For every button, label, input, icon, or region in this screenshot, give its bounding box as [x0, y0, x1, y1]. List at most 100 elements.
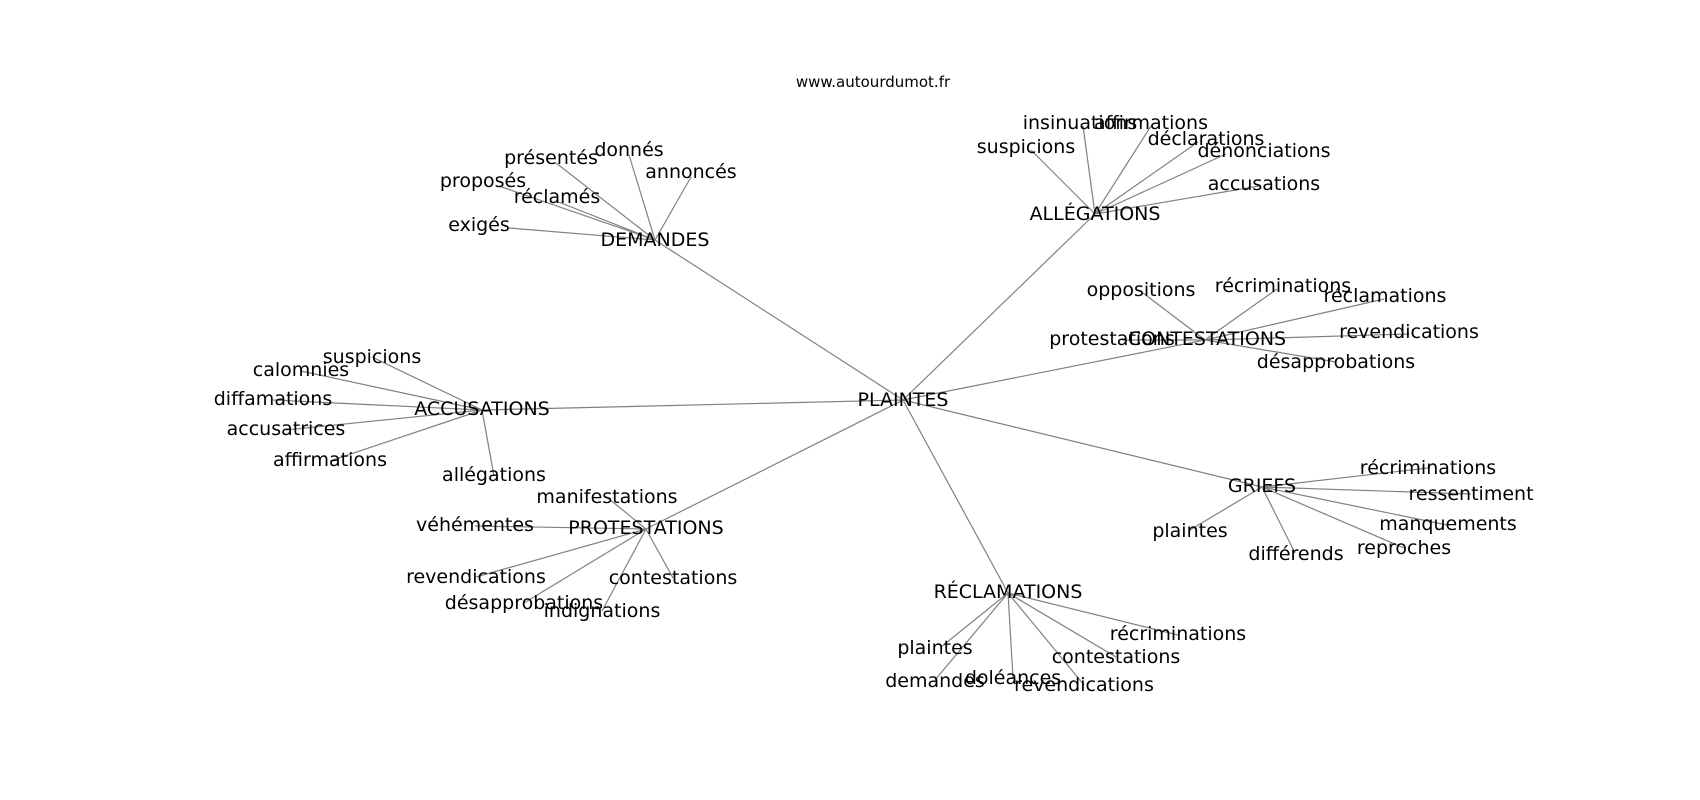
leaf-node[interactable]: ressentiment [1408, 483, 1533, 505]
leaf-node[interactable]: reproches [1357, 537, 1451, 559]
leaf-node[interactable]: donnés [594, 139, 663, 161]
edge-protestations-child [645, 528, 674, 579]
edge-accusations-child [481, 409, 495, 477]
leaf-node[interactable]: récriminations [1215, 275, 1351, 297]
edge-griefs-child [1261, 486, 1405, 549]
edge-protestations-child [607, 497, 647, 530]
group-node-griefs[interactable]: GRIEFS [1228, 475, 1296, 497]
edge-reclamations-child [934, 592, 1009, 681]
edge-contestations-child [1204, 298, 1385, 341]
edge-contestations-child [1142, 292, 1206, 341]
leaf-node[interactable]: désapprobations [1257, 351, 1415, 373]
leaf-node[interactable]: affirmations [273, 449, 387, 471]
labels-layer: www.autourdumot.fr PLAINTES DEMANDES pré… [214, 73, 1534, 696]
edge-demandes-child [555, 162, 656, 241]
edge-griefs-child [1261, 467, 1429, 488]
leaf-node[interactable]: contestations [609, 567, 738, 589]
edge-root-allegations [902, 213, 1096, 401]
leaf-node[interactable]: affirmations [1094, 112, 1208, 134]
group-node-reclamations[interactable]: RÉCLAMATIONS [934, 580, 1083, 603]
leaf-node[interactable]: annoncés [645, 161, 736, 183]
edge-protestations-child [475, 528, 647, 578]
leaf-node[interactable]: récriminations [1110, 623, 1246, 645]
leaf-node[interactable]: réclamés [514, 186, 601, 208]
leaf-node[interactable]: indignations [544, 600, 661, 622]
leaf-node[interactable]: récriminations [1360, 457, 1496, 479]
leaf-node[interactable]: véhémentes [416, 514, 534, 536]
edge-allegations-child [1094, 185, 1260, 215]
leaf-node[interactable]: oppositions [1087, 279, 1196, 301]
group-node-accusations[interactable]: ACCUSATIONS [414, 398, 549, 420]
leaf-node[interactable]: manquements [1379, 513, 1517, 535]
edge-reclamations-child [1007, 592, 1014, 679]
edge-allegations-child [1082, 125, 1096, 215]
edge-contestations-child [1204, 288, 1278, 341]
edge-griefs-child [1261, 486, 1472, 495]
edge-root-griefs [902, 399, 1263, 488]
edge-reclamations-child [940, 592, 1009, 648]
leaf-node[interactable]: plaintes [1152, 520, 1227, 542]
leaf-node[interactable]: diffamations [214, 388, 333, 410]
edge-demandes-child [508, 227, 656, 241]
leaf-node[interactable]: revendications [1339, 321, 1479, 343]
group-node-allegations[interactable]: ALLÉGATIONS [1030, 202, 1161, 225]
leaf-node[interactable]: revendications [406, 566, 546, 588]
edge-contestations-child [1204, 339, 1337, 363]
edge-contestations-child [1204, 333, 1410, 341]
edge-griefs-child [1189, 486, 1263, 531]
leaf-node[interactable]: plaintes [897, 637, 972, 659]
edge-accusations-child [272, 399, 483, 411]
leaf-node[interactable]: doléances [965, 667, 1061, 689]
leaf-node[interactable]: calomnies [253, 359, 349, 381]
edge-root-accusations [481, 399, 904, 411]
leaf-node[interactable]: demandes [885, 670, 985, 692]
edge-accusations-child [371, 356, 483, 411]
leaf-node[interactable]: revendications [1014, 674, 1154, 696]
leaf-node[interactable]: désapprobations [445, 592, 603, 614]
leaf-node[interactable]: allégations [442, 464, 546, 486]
edge-demandes-child [628, 154, 656, 241]
leaf-node[interactable]: protestations [1049, 328, 1175, 350]
edge-root-protestations [645, 399, 904, 530]
leaf-node[interactable]: différends [1248, 543, 1343, 565]
edge-protestations-child [601, 528, 647, 612]
leaf-node[interactable]: suspicions [323, 346, 421, 368]
leaf-node[interactable]: dénonciations [1197, 140, 1330, 162]
leaf-node[interactable]: insinuations [1023, 112, 1138, 134]
leaf-node[interactable]: manifestations [536, 486, 677, 508]
edge-allegations-child [1094, 141, 1199, 215]
group-node-contestations[interactable]: CONTESTATIONS [1128, 328, 1286, 350]
leaf-node[interactable]: présentés [504, 147, 598, 169]
group-node-demandes[interactable]: DEMANDES [601, 229, 710, 251]
leaf-node[interactable]: suspicions [977, 136, 1075, 158]
root-node[interactable]: PLAINTES [858, 389, 949, 411]
edge-griefs-child [1261, 486, 1448, 526]
leaf-node[interactable]: contestations [1052, 646, 1181, 668]
leaf-node[interactable]: réclamations [1324, 285, 1447, 307]
edge-reclamations-child [1007, 592, 1117, 658]
edge-demandes-child [498, 185, 656, 241]
edge-protestations-child [523, 528, 647, 604]
leaf-node[interactable]: accusations [1208, 173, 1320, 195]
edge-allegations-child [1094, 153, 1227, 215]
edge-root-reclamations [902, 399, 1009, 594]
edge-allegations-child [1094, 125, 1152, 215]
leaf-node[interactable]: proposés [440, 170, 526, 192]
leaf-node[interactable]: accusatrices [227, 418, 346, 440]
edge-accusations-child [300, 370, 483, 411]
source-watermark: www.autourdumot.fr [796, 73, 951, 91]
edge-accusations-child [285, 409, 483, 431]
group-node-protestations[interactable]: PROTESTATIONS [568, 517, 723, 539]
edge-accusations-child [329, 409, 483, 462]
edge-griefs-child [1261, 486, 1296, 554]
edge-reclamations-child [1007, 592, 1179, 636]
edges-layer [272, 125, 1472, 686]
leaf-node[interactable]: exigés [448, 214, 510, 236]
edge-protestations-child [474, 525, 647, 530]
edge-root-contestations [902, 339, 1206, 401]
edge-demandes-child [555, 200, 656, 241]
edge-reclamations-child [1007, 592, 1085, 686]
leaf-node[interactable]: déclarations [1148, 128, 1265, 150]
edge-demandes-child [654, 176, 692, 241]
